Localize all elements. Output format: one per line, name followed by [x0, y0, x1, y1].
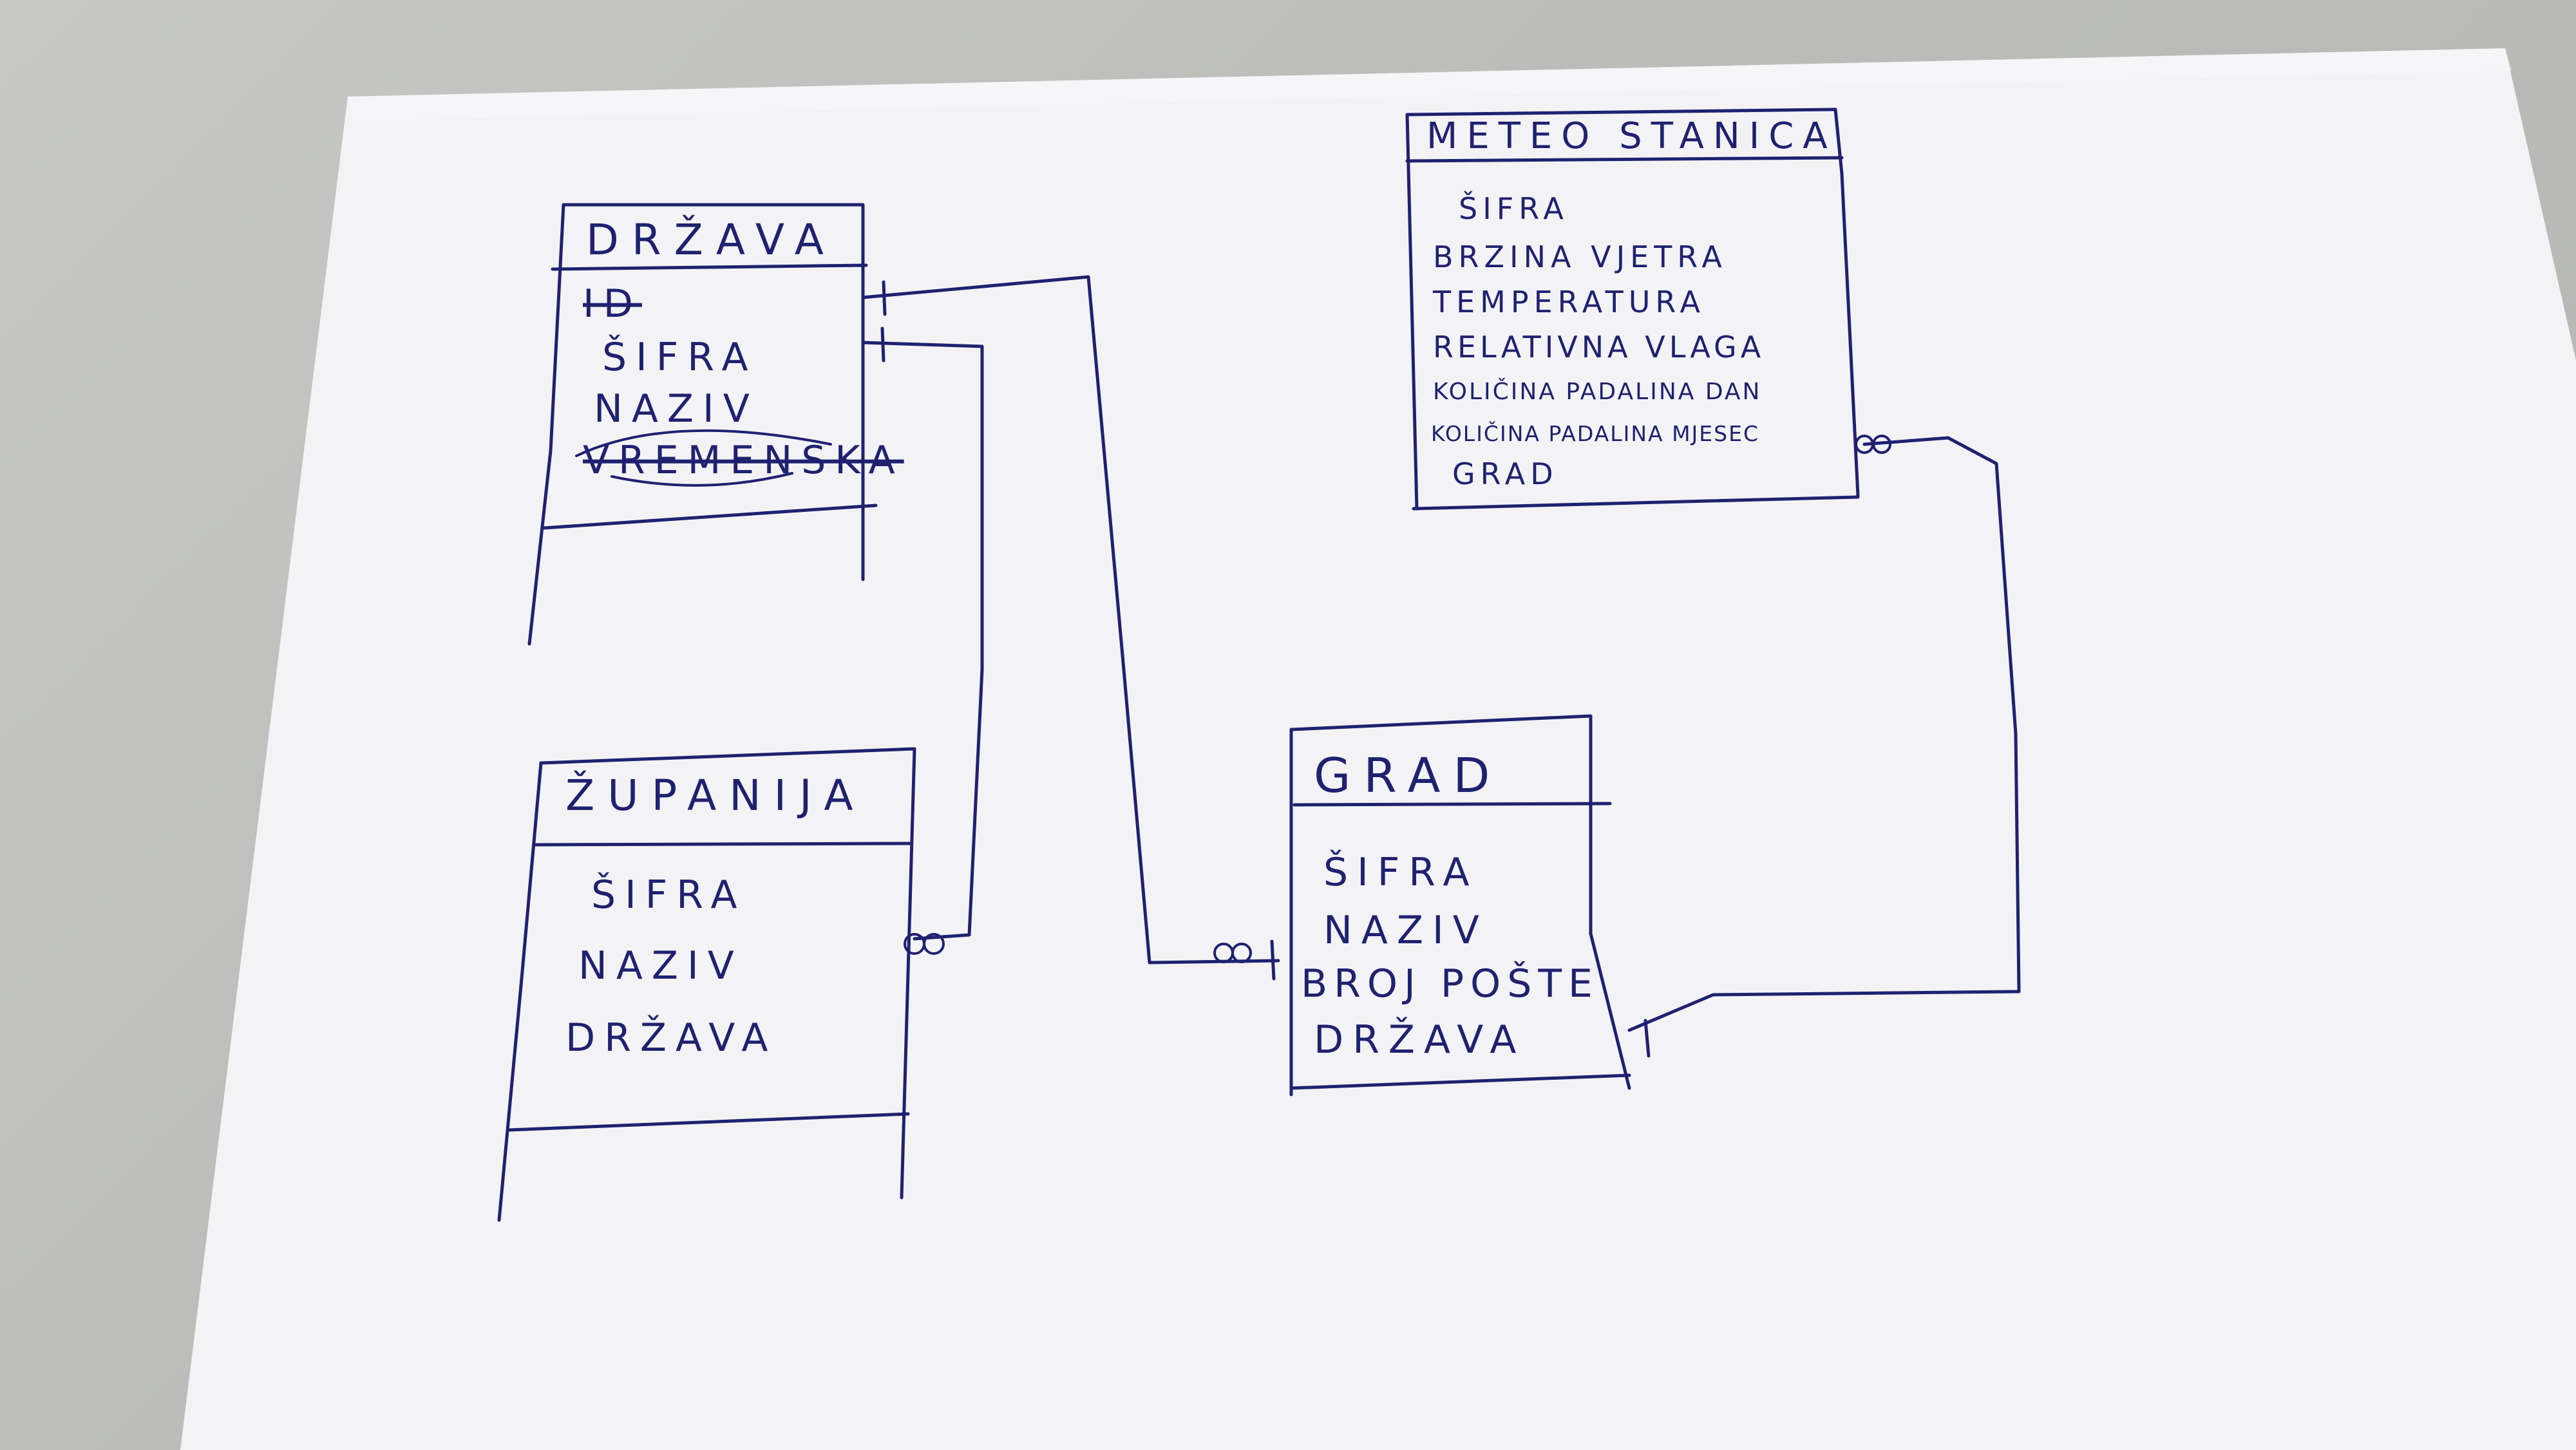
meteo-attr-temperatura: TEMPERATURA: [1432, 285, 1705, 319]
paper-highlight: [348, 48, 2512, 121]
drzava-box-left: [527, 203, 565, 646]
relationship-grad-meteo-stanica[interactable]: [1627, 435, 2021, 1058]
paper: [180, 48, 2576, 1450]
grad-box-bottom: [1289, 1073, 1631, 1090]
cardinality-one-drzava-zupanija: [880, 326, 886, 362]
drzava-header-divider: [551, 263, 868, 271]
cardinality-many-grad: [1213, 939, 1276, 981]
drzava-attr-id: ID: [583, 281, 642, 326]
meteo-attr-relativna-vlaga: RELATIVNA VLAGA: [1433, 330, 1765, 364]
drzava-scribble: [575, 429, 832, 487]
relationship-line-drzava-zupanija: [861, 341, 984, 941]
relationship-line-grad-meteo: [1627, 436, 2021, 1032]
meteo-attr-grad: GRAD: [1452, 457, 1558, 491]
meteo-box-left: [1405, 113, 1419, 511]
meteo-attr-kolicina-padalina-mjesec: KOLIČINA PADALINA MJESEC: [1431, 420, 1759, 446]
cardinality-many-meteo: [1855, 435, 1891, 454]
grad-header-divider: [1293, 802, 1612, 807]
meteo-attr-kolicina-padalina-dan: KOLIČINA PADALINA DAN: [1433, 378, 1761, 405]
zupanija-attr-drzava: DRŽAVA: [565, 1014, 777, 1060]
drzava-attr-sifra: ŠIFRA: [602, 334, 757, 380]
zupanija-box-left: [497, 761, 543, 1222]
entity-grad[interactable]: GRAD ŠIFRA NAZIV BROJ POŠTE DRŽAVA: [1289, 714, 1631, 1097]
grad-attr-drzava: DRŽAVA: [1314, 1016, 1525, 1062]
zupanija-attr-naziv: NAZIV: [578, 943, 743, 988]
relationship-line-drzava-grad: [861, 275, 1280, 965]
entity-drzava[interactable]: DRŽAVA ID ŠIFRA NAZIV VREMENSKA: [527, 203, 904, 646]
meteo-box-top-right: [1405, 108, 1860, 498]
meteo-title: METEO STANICA: [1426, 115, 1837, 157]
meteo-attr-sifra: ŠIFRA: [1459, 191, 1569, 226]
zupanija-attr-sifra: ŠIFRA: [591, 872, 746, 918]
drzava-box-top-right: [562, 203, 865, 581]
relationship-drzava-grad[interactable]: [861, 275, 1280, 981]
zupanija-box-bottom: [507, 1112, 910, 1132]
meteo-box-bottom: [1412, 495, 1860, 511]
drzava-title: DRŽAVA: [586, 214, 837, 265]
zupanija-header-divider: [533, 842, 913, 847]
entity-zupanija[interactable]: ŽUPANIJA ŠIFRA NAZIV DRŽAVA: [497, 747, 916, 1222]
grad-attr-sifra: ŠIFRA: [1323, 849, 1479, 895]
zupanija-box-top-right: [539, 747, 916, 1200]
grad-box-top-right: [1289, 714, 1631, 1090]
meteo-attr-brzina-vjetra: BRZINA VJETRA: [1433, 240, 1727, 274]
meteo-header-divider: [1405, 156, 1844, 163]
cardinality-many-zupanija: [904, 933, 945, 955]
grad-attr-broj-poste: BROJ POŠTE: [1301, 961, 1599, 1006]
grad-title: GRAD: [1314, 748, 1502, 804]
zupanija-title: ŽUPANIJA: [565, 770, 866, 820]
drzava-attr-vremenska: VREMENSKA: [583, 438, 904, 483]
entity-meteo-stanica[interactable]: METEO STANICA ŠIFRA BRZINA VJETRA TEMPER…: [1405, 108, 1860, 511]
drzava-box-bottom: [542, 504, 878, 530]
relationship-drzava-zupanija[interactable]: [861, 326, 984, 955]
cardinality-one-grad-meteo: [1643, 1019, 1651, 1058]
grad-attr-naziv: NAZIV: [1323, 908, 1488, 953]
cardinality-one-drzava-grad: [882, 280, 887, 316]
drzava-attr-naziv: NAZIV: [594, 386, 759, 431]
